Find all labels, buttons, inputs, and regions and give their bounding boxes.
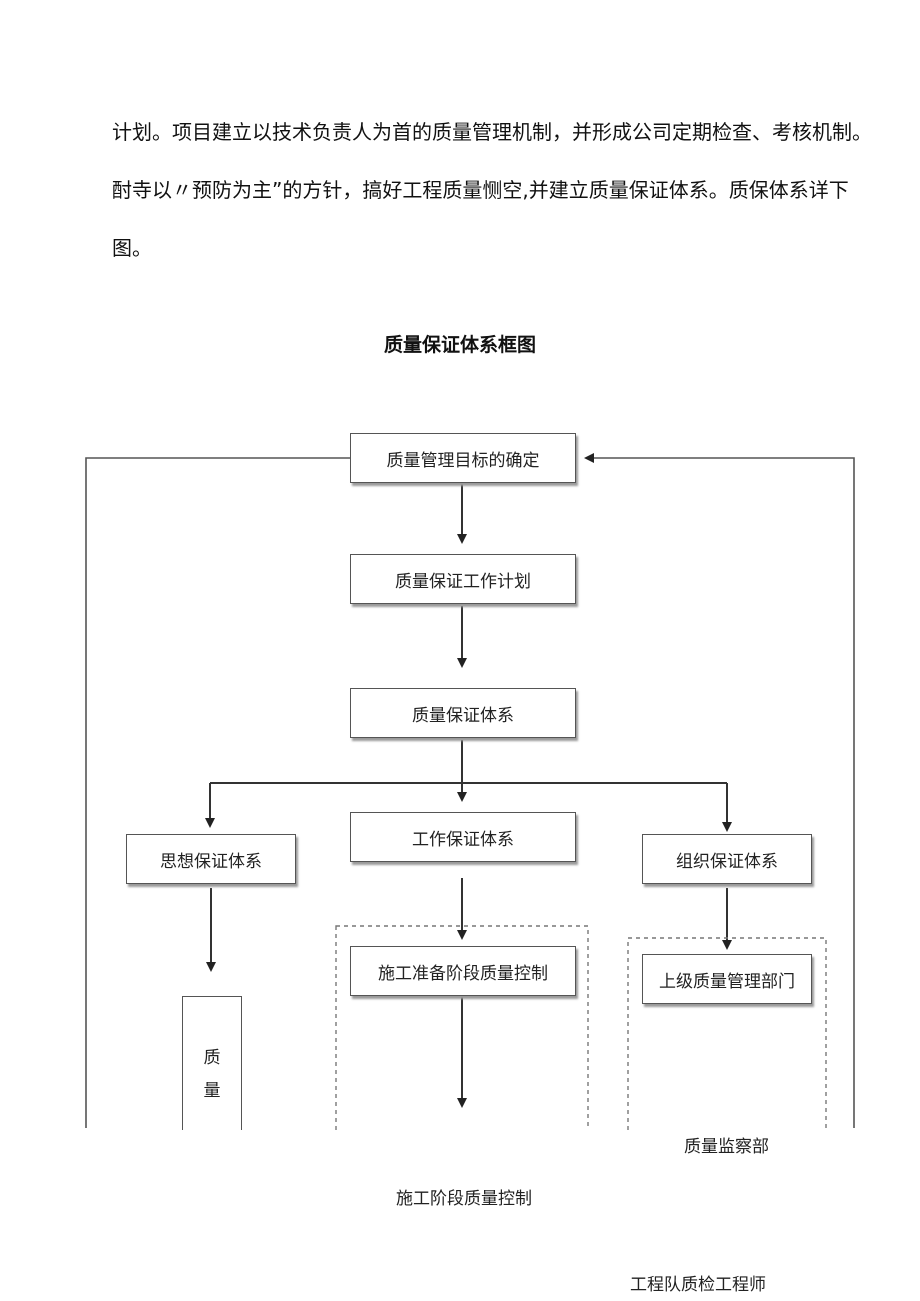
paragraph-line-3: 图。 [112,236,152,260]
label-construction-control: 施工阶段质量控制 [396,1189,532,1209]
figure-title: 质量保证体系框图 [383,334,536,356]
right-feedback-line [584,453,855,1128]
node-work-system: 工作保证体系 [350,812,576,862]
node-prep-stage-control: 施工准备阶段质量控制 [350,946,576,996]
label-supervision-dept: 质量监察部 [684,1137,769,1157]
node-quality-char-2: 量 [203,1081,221,1101]
left-feedback-line [85,457,350,1128]
node-organization-system: 组织保证体系 [642,834,812,884]
node-quality-plan: 质量保证工作计划 [350,554,576,604]
node-quality-vertical: 质 量 [182,996,242,1136]
node-quality-char-1: 质 [203,1048,221,1068]
node-upper-quality-dept: 上级质量管理部门 [642,954,812,1004]
label-team-quality-engineer: 工程队质检工程师 [630,1275,766,1295]
paragraph-line-2: 酎寺以〃预防为主”的方针，搞好工程质量恻空,并建立质量保证体系。质保体系详下 [112,178,849,202]
paragraph-line-1: 计划。项目建立以技术负责人为首的质量管理机制，并形成公司定期检查、考核机制。 [112,120,872,144]
node-quality-system: 质量保证体系 [350,688,576,738]
node-quality-goal: 质量管理目标的确定 [350,433,576,483]
org-dashed-frame [627,937,827,1137]
node-ideology-system: 思想保证体系 [126,834,296,884]
